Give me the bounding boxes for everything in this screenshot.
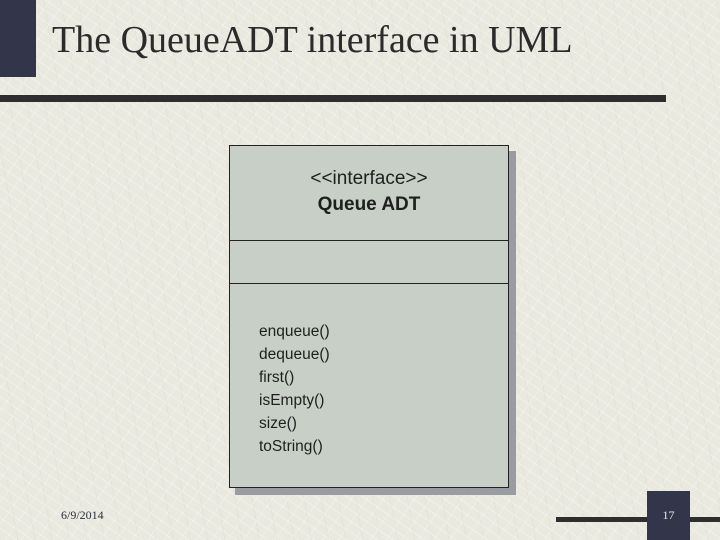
uml-name-compartment: <<interface>> Queue ADT: [230, 146, 508, 241]
page-number-block: 17: [647, 491, 690, 540]
operation-item: isEmpty(): [259, 392, 325, 409]
title-corner-block: [0, 0, 36, 77]
uml-class-diagram: <<interface>> Queue ADT enqueue() dequeu…: [229, 145, 509, 488]
uml-attributes-compartment: [230, 241, 508, 284]
title-divider: [0, 95, 666, 102]
operation-item: first(): [259, 369, 295, 386]
uml-operations-compartment: enqueue() dequeue() first() isEmpty() si…: [230, 284, 508, 487]
page-number: 17: [662, 508, 675, 522]
operations-list: enqueue() dequeue() first() isEmpty() si…: [259, 320, 330, 458]
slide-title: The QueueADT interface in UML: [52, 19, 573, 61]
operation-item: size(): [259, 415, 297, 432]
uml-class-name: Queue ADT: [317, 194, 421, 215]
uml-stereotype: <<interface>>: [310, 168, 428, 189]
operation-item: enqueue(): [259, 323, 330, 340]
footer-divider: [556, 517, 720, 522]
operation-item: dequeue(): [259, 346, 330, 363]
footer-date: 6/9/2014: [61, 508, 104, 522]
operation-item: toString(): [259, 438, 323, 455]
